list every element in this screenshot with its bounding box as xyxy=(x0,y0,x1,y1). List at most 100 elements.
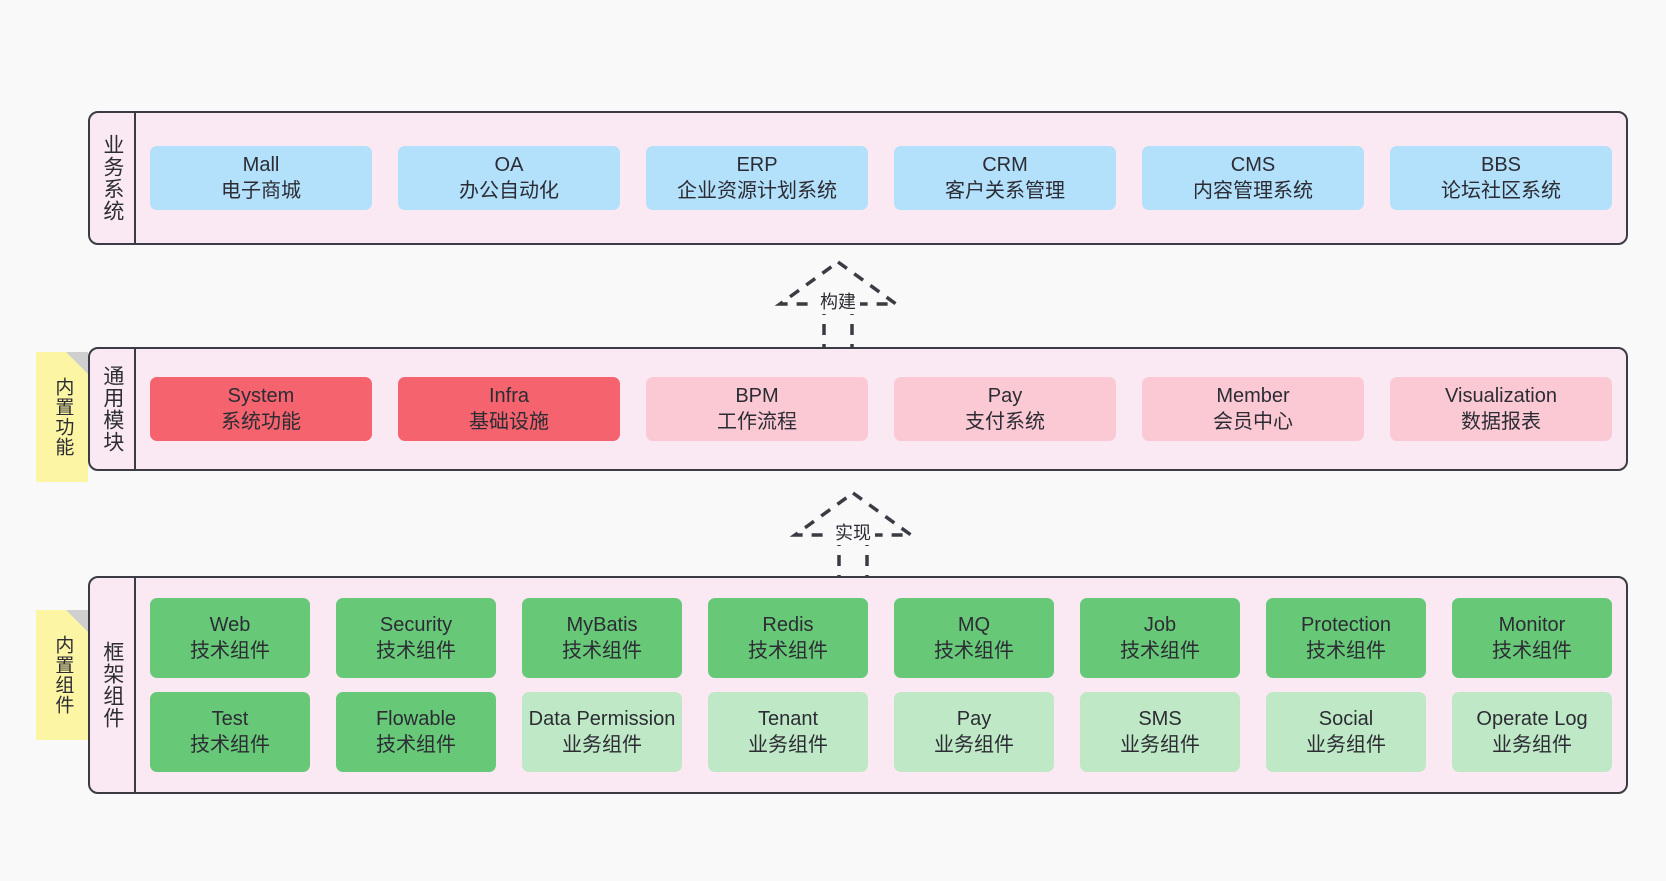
card-title: Data Permission xyxy=(528,707,676,730)
layer-body-common-module: System 系统功能 Infra 基础设施 BPM 工作流程 Pay 支付系统… xyxy=(136,349,1626,469)
card-subtitle: 系统功能 xyxy=(221,411,301,433)
card-title: MyBatis xyxy=(566,613,638,636)
card-subtitle: 技术组件 xyxy=(1306,640,1386,662)
card-flowable[interactable]: Flowable 技术组件 xyxy=(336,692,496,772)
card-operate-log[interactable]: Operate Log 业务组件 xyxy=(1452,692,1612,772)
card-title: Protection xyxy=(1300,613,1392,636)
card-title: Security xyxy=(379,613,453,636)
card-subtitle: 工作流程 xyxy=(717,411,797,433)
card-subtitle: 业务组件 xyxy=(1120,734,1200,756)
card-title: BBS xyxy=(1480,153,1522,176)
card-pay[interactable]: Pay 支付系统 xyxy=(894,376,1116,442)
card-subtitle: 基础设施 xyxy=(469,411,549,433)
card-subtitle: 客户关系管理 xyxy=(945,180,1065,202)
layer-body-business-system: Mall 电子商城 OA 办公自动化 ERP 企业资源计划系统 CRM 客户关系… xyxy=(136,113,1626,243)
card-visualization[interactable]: Visualization 数据报表 xyxy=(1390,376,1612,442)
card-row: Mall 电子商城 OA 办公自动化 ERP 企业资源计划系统 CRM 客户关系… xyxy=(150,145,1612,211)
card-title: Flowable xyxy=(375,707,457,730)
card-infra[interactable]: Infra 基础设施 xyxy=(398,376,620,442)
card-subtitle: 业务组件 xyxy=(934,734,1014,756)
card-subtitle: 业务组件 xyxy=(562,734,642,756)
card-member[interactable]: Member 会员中心 xyxy=(1142,376,1364,442)
layer-body-framework-component: Web 技术组件 Security 技术组件 MyBatis 技术组件 Redi… xyxy=(136,578,1626,792)
card-subtitle: 业务组件 xyxy=(748,734,828,756)
card-title: Job xyxy=(1143,613,1177,636)
card-mybatis[interactable]: MyBatis 技术组件 xyxy=(522,598,682,678)
card-job[interactable]: Job 技术组件 xyxy=(1080,598,1240,678)
card-subtitle: 技术组件 xyxy=(1492,640,1572,662)
card-subtitle: 业务组件 xyxy=(1492,734,1572,756)
note-label: 内置组件 xyxy=(52,635,74,715)
card-title: Redis xyxy=(762,613,814,636)
card-title: Visualization xyxy=(1445,384,1557,407)
card-title: Pay xyxy=(987,384,1023,407)
card-title: Pay xyxy=(956,707,992,730)
card-subtitle: 技术组件 xyxy=(376,734,456,756)
card-subtitle: 内容管理系统 xyxy=(1193,180,1313,202)
card-data-permission[interactable]: Data Permission 业务组件 xyxy=(522,692,682,772)
card-title: CMS xyxy=(1230,153,1276,176)
note-fold-corner-icon xyxy=(66,352,88,374)
card-tenant[interactable]: Tenant 业务组件 xyxy=(708,692,868,772)
card-title: Operate Log xyxy=(1476,707,1588,730)
connector-implement-label: 实现 xyxy=(831,519,875,545)
card-title: Member xyxy=(1216,384,1290,407)
card-subtitle: 会员中心 xyxy=(1213,411,1293,433)
card-subtitle: 电子商城 xyxy=(221,180,301,202)
card-subtitle: 技术组件 xyxy=(190,640,270,662)
connector-build-label: 构建 xyxy=(816,288,860,314)
card-sms[interactable]: SMS 业务组件 xyxy=(1080,692,1240,772)
card-row: Test 技术组件 Flowable 技术组件 Data Permission … xyxy=(150,692,1612,772)
card-system[interactable]: System 系统功能 xyxy=(150,376,372,442)
card-title: System xyxy=(227,384,295,407)
card-title: OA xyxy=(494,153,524,176)
card-subtitle: 技术组件 xyxy=(562,640,642,662)
card-title: Infra xyxy=(488,384,530,407)
connector-build: 构建 xyxy=(748,252,928,352)
card-title: Mall xyxy=(242,153,280,176)
layer-title-common-module: 通用模块 xyxy=(90,349,136,469)
card-mall[interactable]: Mall 电子商城 xyxy=(150,145,372,211)
card-title: Monitor xyxy=(1498,613,1566,636)
card-subtitle: 企业资源计划系统 xyxy=(677,180,837,202)
note-fold-corner-icon xyxy=(66,610,88,632)
note-builtin-component: 内置组件 xyxy=(36,610,88,740)
connector-implement: 实现 xyxy=(763,483,943,583)
layer-business-system: 业务系统 Mall 电子商城 OA 办公自动化 ERP 企业资源计划系统 CRM… xyxy=(88,111,1628,245)
card-protection[interactable]: Protection 技术组件 xyxy=(1266,598,1426,678)
layer-title-business-system: 业务系统 xyxy=(90,113,136,243)
card-social[interactable]: Social 业务组件 xyxy=(1266,692,1426,772)
card-subtitle: 支付系统 xyxy=(965,411,1045,433)
card-row: Web 技术组件 Security 技术组件 MyBatis 技术组件 Redi… xyxy=(150,598,1612,678)
card-title: BPM xyxy=(735,384,779,407)
card-security[interactable]: Security 技术组件 xyxy=(336,598,496,678)
card-bpm[interactable]: BPM 工作流程 xyxy=(646,376,868,442)
card-test[interactable]: Test 技术组件 xyxy=(150,692,310,772)
card-oa[interactable]: OA 办公自动化 xyxy=(398,145,620,211)
card-crm[interactable]: CRM 客户关系管理 xyxy=(894,145,1116,211)
card-title: Tenant xyxy=(757,707,819,730)
note-label: 内置功能 xyxy=(52,377,74,457)
card-web[interactable]: Web 技术组件 xyxy=(150,598,310,678)
card-title: Social xyxy=(1318,707,1374,730)
layer-framework-component: 框架组件 Web 技术组件 Security 技术组件 MyBatis 技术组件… xyxy=(88,576,1628,794)
layer-common-module: 通用模块 System 系统功能 Infra 基础设施 BPM 工作流程 Pay… xyxy=(88,347,1628,471)
card-subtitle: 业务组件 xyxy=(1306,734,1386,756)
card-subtitle: 技术组件 xyxy=(376,640,456,662)
card-title: ERP xyxy=(736,153,778,176)
card-mq[interactable]: MQ 技术组件 xyxy=(894,598,1054,678)
card-subtitle: 技术组件 xyxy=(934,640,1014,662)
card-subtitle: 数据报表 xyxy=(1461,411,1541,433)
card-subtitle: 办公自动化 xyxy=(459,180,559,202)
card-subtitle: 论坛社区系统 xyxy=(1441,180,1561,202)
card-title: Web xyxy=(209,613,251,636)
card-cms[interactable]: CMS 内容管理系统 xyxy=(1142,145,1364,211)
layer-title-framework-component: 框架组件 xyxy=(90,578,136,792)
card-pay-business[interactable]: Pay 业务组件 xyxy=(894,692,1054,772)
card-monitor[interactable]: Monitor 技术组件 xyxy=(1452,598,1612,678)
card-redis[interactable]: Redis 技术组件 xyxy=(708,598,868,678)
card-bbs[interactable]: BBS 论坛社区系统 xyxy=(1390,145,1612,211)
card-subtitle: 技术组件 xyxy=(190,734,270,756)
card-erp[interactable]: ERP 企业资源计划系统 xyxy=(646,145,868,211)
